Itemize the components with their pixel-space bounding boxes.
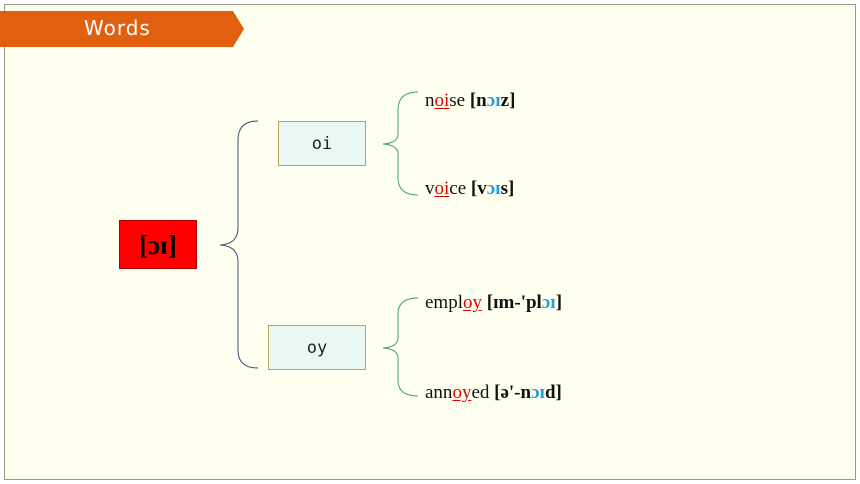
spelling-box-oy: oy — [268, 325, 366, 370]
word-annoyed: annoyed [ə'-nɔɪd] — [425, 382, 562, 403]
main-brace — [219, 120, 259, 369]
section-banner — [0, 11, 244, 47]
highlight-letters: oi — [434, 178, 450, 199]
oi-brace — [382, 91, 419, 196]
phonetic-transcription: [ɪm-'plɔɪ] — [486, 292, 563, 313]
phonetic-transcription: [vɔɪs] — [470, 178, 515, 199]
highlight-letters: oi — [434, 90, 450, 111]
section-title: Words — [84, 16, 151, 40]
spelling-box-oi: oi — [278, 121, 366, 166]
oy-brace — [382, 297, 419, 397]
word-employ: employ [ɪm-'plɔɪ] — [425, 292, 563, 313]
phonetic-transcription: [ə'-nɔɪd] — [494, 382, 562, 403]
word-voice: voice [vɔɪs] — [425, 178, 515, 199]
word-noise: noise [nɔɪz] — [425, 90, 516, 111]
highlight-letters: oy — [452, 382, 472, 403]
highlight-letters: oy — [463, 292, 482, 313]
phonetic-transcription: [nɔɪz] — [469, 90, 516, 111]
phoneme-box: [ɔɪ] — [119, 220, 197, 269]
